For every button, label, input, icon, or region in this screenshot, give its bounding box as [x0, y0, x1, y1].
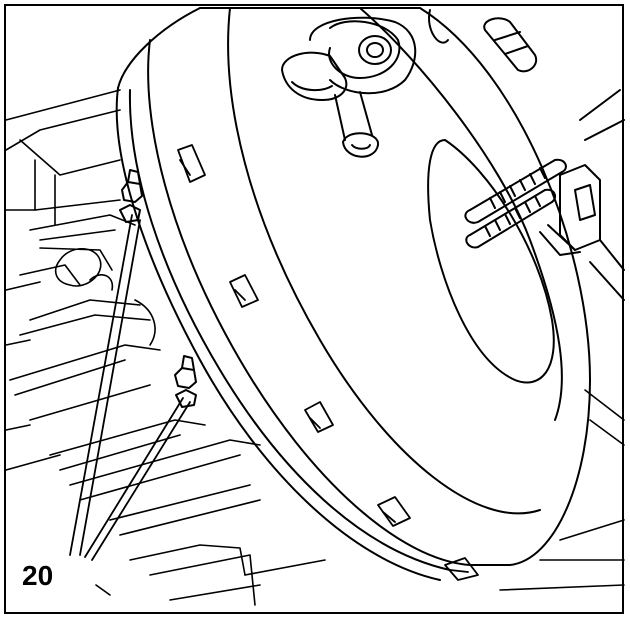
vacuum-valve: [281, 16, 417, 158]
callout-label-20: 20: [22, 560, 54, 591]
rim-clips: [177, 144, 479, 581]
booster-drum: [115, 7, 591, 581]
top-fitting: [428, 9, 538, 73]
callout-leaders: [69, 214, 191, 561]
right-bracket: [539, 89, 625, 301]
mounting-nut-lower: [174, 355, 197, 408]
diagram-border: [4, 4, 624, 614]
mounting-nut-upper: [119, 169, 143, 223]
mounting-studs: [464, 158, 567, 249]
right-lower-lines: [499, 389, 625, 591]
label-tick: [95, 584, 111, 596]
background-structure: [5, 89, 326, 606]
